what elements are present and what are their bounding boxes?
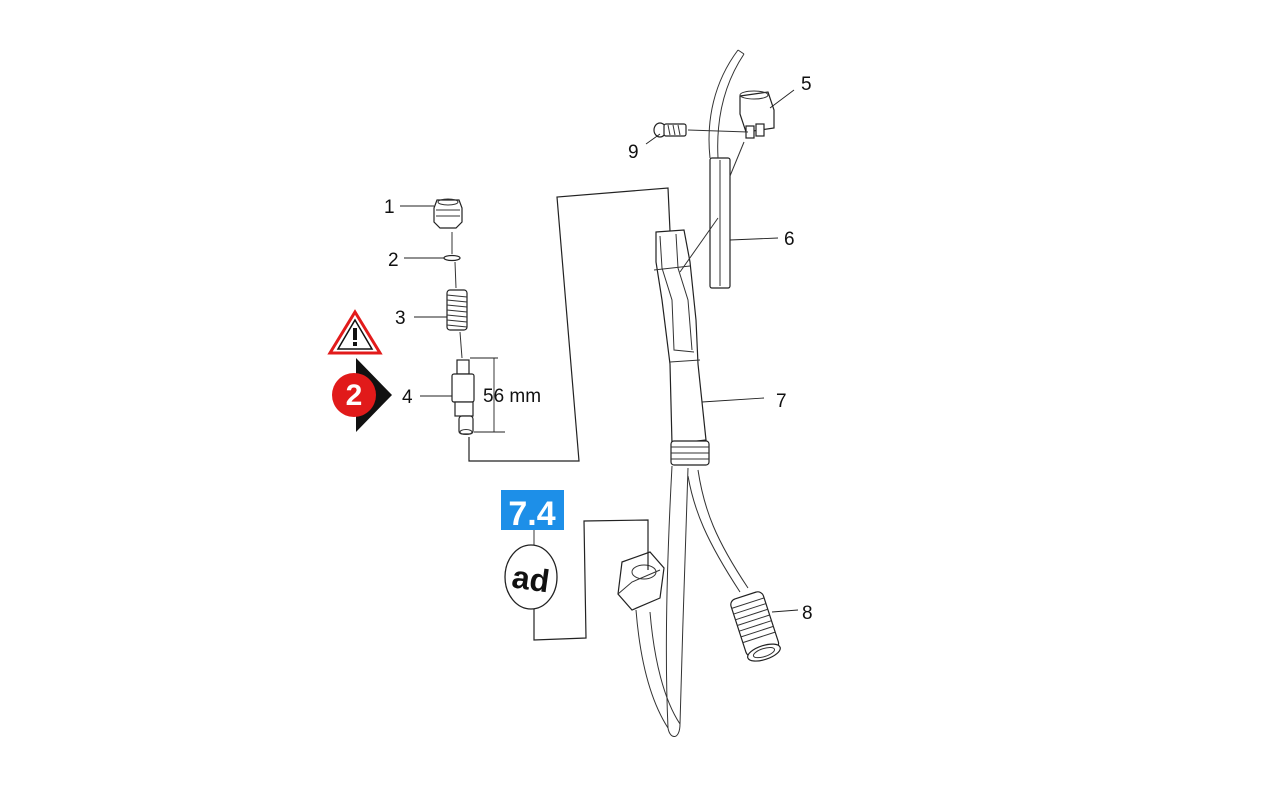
section-ref-box <box>501 490 564 530</box>
callout-7: 7 <box>776 391 787 412</box>
part-3-spring <box>446 289 468 331</box>
part-1-nut <box>433 198 463 229</box>
part-4-valve <box>451 359 475 435</box>
part-6-tube <box>709 157 731 289</box>
part-2-oring <box>443 254 461 262</box>
group-frame-left <box>468 187 671 462</box>
hex-nut <box>617 551 665 611</box>
callout-2: 2 <box>388 250 399 271</box>
callout-6: 6 <box>784 229 795 250</box>
callout-4: 4 <box>402 387 413 408</box>
callout-3: 3 <box>395 308 406 329</box>
warning-triangle-icon <box>327 309 383 355</box>
part-8-filter <box>730 591 781 662</box>
dimension-label: 56 mm <box>483 386 541 407</box>
dimension-56mm <box>470 357 505 433</box>
section-ref-label: 7.4 <box>508 495 555 533</box>
group-frame-bottom <box>533 519 649 641</box>
callout-9: 9 <box>628 142 639 163</box>
step-badge-number: 2 <box>346 379 363 412</box>
part-7-gun-body <box>653 229 710 466</box>
hose-loop <box>635 465 749 737</box>
part-5-cap <box>739 90 775 139</box>
tool-ad-label: ad <box>510 559 552 600</box>
callout-8: 8 <box>802 603 813 624</box>
tool-ad-icon <box>504 544 558 610</box>
part-9-screw <box>653 122 749 138</box>
callout-5: 5 <box>801 74 812 95</box>
step-arrow-icon <box>332 358 392 432</box>
callout-1: 1 <box>384 197 395 218</box>
